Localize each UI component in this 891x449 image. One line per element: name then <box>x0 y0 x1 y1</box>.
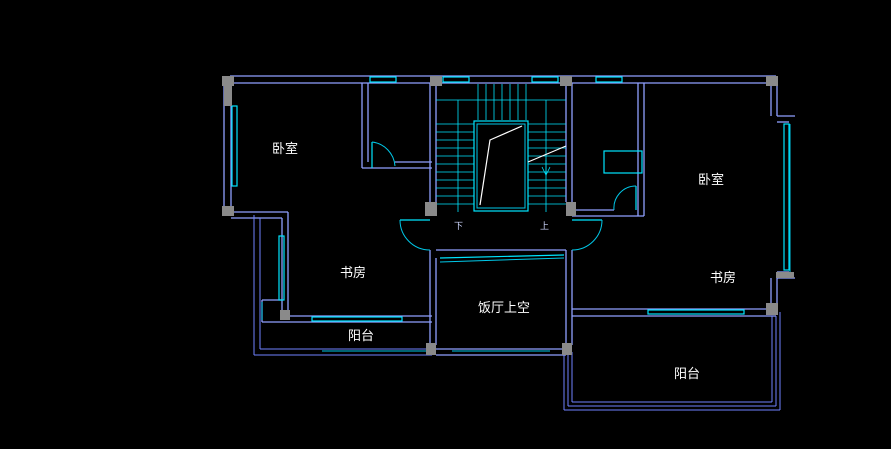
label-stair-up: 上 <box>540 221 549 232</box>
label-stair-down: 下 <box>454 222 463 232</box>
label-balcony-left: 阳台 <box>348 329 374 344</box>
doors <box>371 141 643 251</box>
label-dining-void: 饭厅上空 <box>478 301 530 316</box>
label-study-right: 书房 <box>710 270 736 286</box>
stair <box>436 84 567 212</box>
label-bedroom-right: 卧室 <box>698 172 724 188</box>
label-bedroom-left: 卧室 <box>272 141 298 157</box>
columns <box>222 76 794 355</box>
room-labels: 卧室 书房 阳台 饭厅上空 卧室 书房 阳台 下 上 <box>272 141 736 382</box>
interior-walls <box>361 83 645 356</box>
outer-walls <box>223 75 795 411</box>
label-balcony-right: 阳台 <box>674 367 700 382</box>
label-study-left: 书房 <box>340 265 366 281</box>
windows <box>231 76 791 352</box>
